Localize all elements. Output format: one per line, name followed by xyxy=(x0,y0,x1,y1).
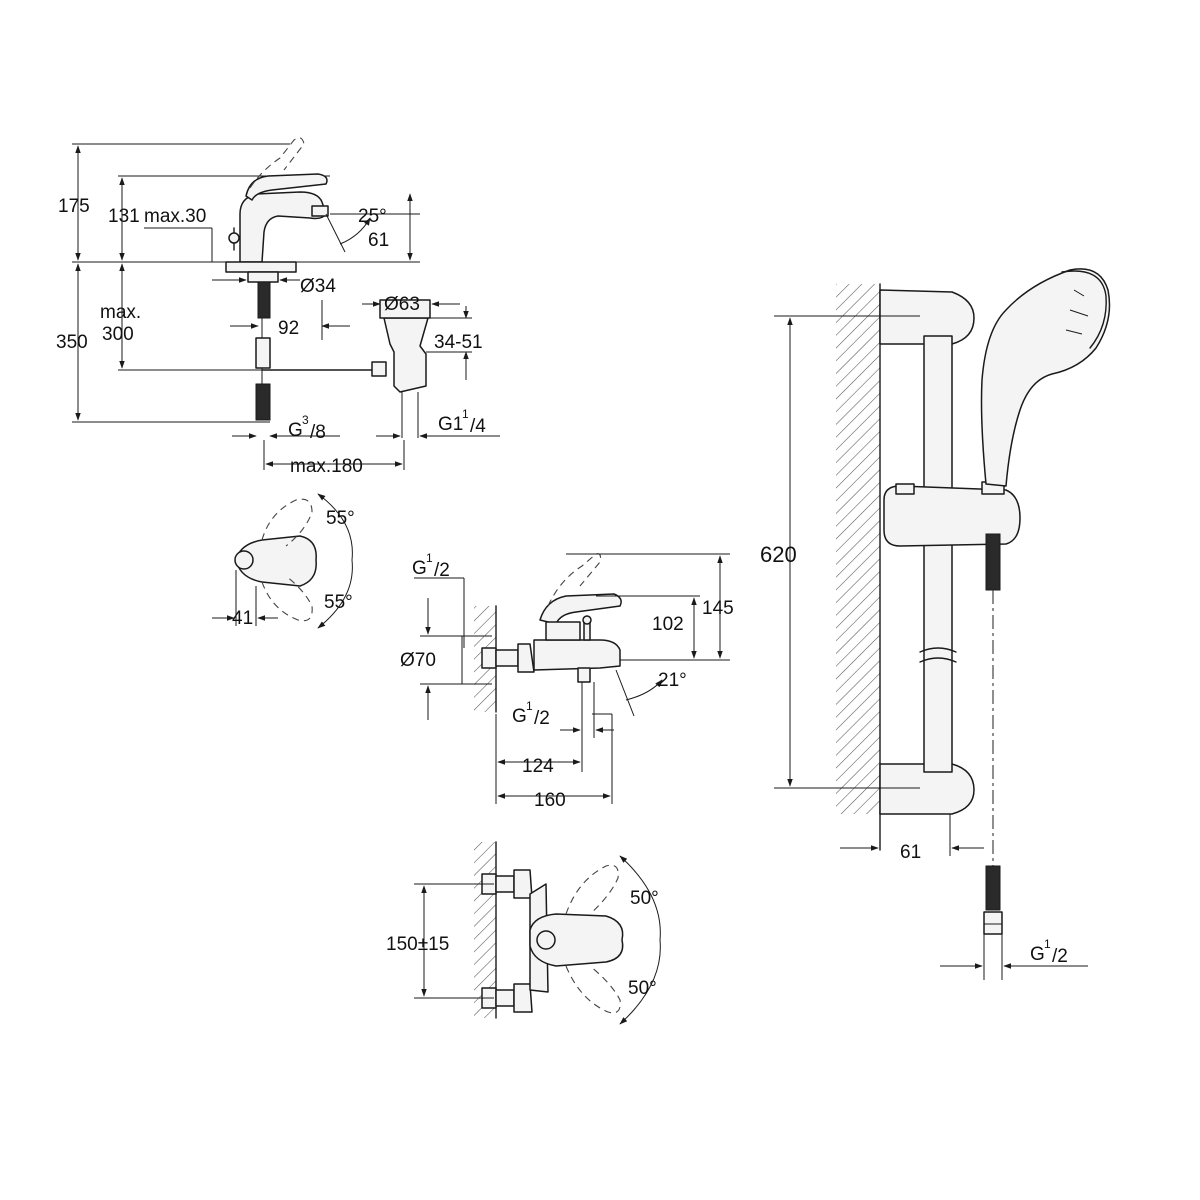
basin-mixer-side-view: 175 131 max.30 25° 61 Ø34 Ø63 max. 300 3… xyxy=(56,137,500,477)
bath-mixer-side-view: G 1 /2 102 145 Ø70 21° G 1 /2 124 160 xyxy=(400,551,734,811)
pop-up-waste xyxy=(383,317,429,393)
dim-150-15: 150±15 xyxy=(386,934,449,955)
svg-text:G: G xyxy=(288,420,303,441)
dim-max30: max.30 xyxy=(144,206,206,227)
shower-rail xyxy=(923,335,953,773)
svg-text:G: G xyxy=(1030,944,1045,965)
hand-shower xyxy=(980,268,1111,487)
rail-slider xyxy=(883,485,1021,547)
svg-text:G1: G1 xyxy=(438,414,463,435)
thread-g1-1-4: G1 1 /4 xyxy=(438,407,486,437)
svg-text:/4: /4 xyxy=(470,416,486,437)
rail-top-bracket xyxy=(879,289,975,345)
svg-text:1: 1 xyxy=(462,407,469,421)
dim-175: 175 xyxy=(58,196,90,217)
angle-21: 21° xyxy=(658,670,687,691)
dim-102: 102 xyxy=(652,614,684,635)
basin-handle-top-view: 55° 55° 41 xyxy=(212,493,355,629)
basin-mixer-lever xyxy=(245,173,328,201)
svg-text:/8: /8 xyxy=(310,422,326,443)
svg-text:1: 1 xyxy=(1044,937,1051,951)
dim-620: 620 xyxy=(760,542,797,567)
dim-max300-line2: 300 xyxy=(102,324,134,345)
basin-mixer-body xyxy=(239,191,327,263)
dim-dia63: Ø63 xyxy=(384,294,420,315)
bath-mixer-front-view: 150±15 50° 50° xyxy=(386,841,661,1025)
angle-25: 25° xyxy=(358,206,387,227)
dim-max300-line1: max. xyxy=(100,302,141,323)
dim-max180: max.180 xyxy=(290,456,363,477)
dim-131: 131 xyxy=(108,206,140,227)
dim-145: 145 xyxy=(702,598,734,619)
svg-text:1: 1 xyxy=(426,551,433,565)
angle-55-bottom: 55° xyxy=(324,592,353,613)
bath-mixer-body xyxy=(533,639,621,671)
dim-34-51: 34-51 xyxy=(434,332,483,353)
svg-text:/2: /2 xyxy=(534,708,550,729)
dim-124: 124 xyxy=(522,756,554,777)
svg-text:G: G xyxy=(412,558,427,579)
handle-lever-top xyxy=(235,535,317,587)
svg-text:/2: /2 xyxy=(434,560,450,581)
dim-41: 41 xyxy=(232,608,253,629)
dim-350: 350 xyxy=(56,332,88,353)
dim-61-shower: 61 xyxy=(900,842,921,863)
thread-g1-2-bath-bottom: G 1 /2 xyxy=(512,699,550,729)
angle-50-top: 50° xyxy=(630,888,659,909)
thread-g1-2-shower: G 1 /2 xyxy=(1030,937,1068,967)
angle-55-top: 55° xyxy=(326,508,355,529)
bath-mixer-lever xyxy=(539,593,622,625)
dim-160: 160 xyxy=(534,790,566,811)
dim-dia70: Ø70 xyxy=(400,650,436,671)
thread-g3-8: G 3 /8 xyxy=(288,413,326,443)
dim-61-basin: 61 xyxy=(368,230,389,251)
svg-text:G: G xyxy=(512,706,527,727)
svg-text:3: 3 xyxy=(302,413,309,427)
angle-50-bottom: 50° xyxy=(628,978,657,999)
thread-g1-2-bath-top: G 1 /2 xyxy=(412,551,450,581)
rail-bottom-bracket xyxy=(879,763,975,815)
dim-92: 92 xyxy=(278,318,299,339)
dim-dia34: Ø34 xyxy=(300,276,336,297)
shower-rail-set: 620 61 G 1 /2 xyxy=(760,268,1111,980)
svg-text:/2: /2 xyxy=(1052,946,1068,967)
svg-text:1: 1 xyxy=(526,699,533,713)
